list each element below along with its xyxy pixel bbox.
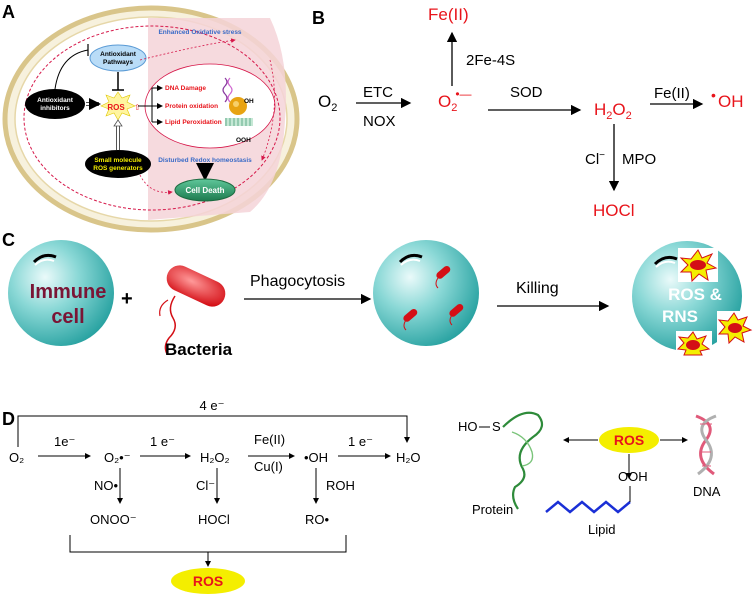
cell-death-label: Cell Death xyxy=(185,186,224,195)
lipid-perox-label: Lipid Peroxidation xyxy=(165,119,222,126)
d-oh: •OH xyxy=(304,450,328,465)
small-molecule-node xyxy=(85,150,151,178)
panel-b-letter: B xyxy=(312,8,325,28)
burst-icon-3 xyxy=(676,331,712,356)
b-sod-label: SOD xyxy=(510,84,543,101)
d-h2o: H₂O xyxy=(396,450,421,465)
panel-a-letter: A xyxy=(2,2,15,22)
d-ros-label: ROS xyxy=(193,573,223,589)
antioxidant-pathways-label-2: Pathways xyxy=(103,59,133,66)
b-o2-label: O2 xyxy=(318,92,337,114)
b-oh-label: OH xyxy=(718,92,744,111)
b-cl-label: Cl− xyxy=(585,150,605,168)
ooh-label: OOH xyxy=(236,137,251,144)
d-ros-ellipse xyxy=(171,568,245,594)
d-lipid: Lipid xyxy=(588,522,615,537)
d-hocl: HOCl xyxy=(198,512,230,527)
d-1e-c: 1 e⁻ xyxy=(348,434,373,449)
mini-lipid-icon xyxy=(225,118,253,126)
panel-a: Antioxidant Pathways Antioxidant inhibit… xyxy=(2,5,300,233)
antioxidant-inhibitors-label-2: inhibitors xyxy=(40,105,70,112)
panel-c: Immune cell + Bacteria Phagocytosis Kill… xyxy=(8,240,753,359)
panel-c-letter: C xyxy=(2,230,15,250)
b-etc-label: ETC xyxy=(363,84,393,101)
disturbed-label: Disturbed Redox homeostasis xyxy=(158,157,252,164)
b-fe2-top: Fe(II) xyxy=(428,5,469,24)
killing-label: Killing xyxy=(516,280,559,297)
b-hocl-label: HOCl xyxy=(593,201,635,220)
plus-sign: + xyxy=(121,288,133,310)
immune-label-1: Immune xyxy=(30,281,107,303)
cell-death-node xyxy=(174,178,236,202)
d-ooh: OOH xyxy=(618,469,648,484)
d-1e-b: 1 e⁻ xyxy=(150,434,175,449)
d-ros-center-label: ROS xyxy=(614,432,644,448)
dna-helix-icon xyxy=(695,414,717,476)
d-no: NO• xyxy=(94,478,119,493)
panel-d: 4 e⁻ O₂ 1e⁻ O₂•⁻ 1 e⁻ H₂O₂ Fe(II) Cu(I) … xyxy=(9,398,721,594)
small-molecule-label-1: Small molecule xyxy=(94,157,142,164)
b-2fe4s-label: 2Fe-4S xyxy=(466,52,515,69)
protein-ox-label: Protein oxidation xyxy=(165,103,218,110)
engulfed-bacterium-1 xyxy=(436,265,451,279)
antioxidant-inhibitors-label-1: Antioxidant xyxy=(37,97,74,104)
d-hos: HO xyxy=(458,419,478,434)
dna-damage-label: DNA Damage xyxy=(165,85,206,92)
dashed-loop xyxy=(23,25,281,211)
bacterium-icon xyxy=(159,265,226,355)
ros-up-arrow: ⇧ xyxy=(134,103,141,112)
ros-rns-label-1: ROS & xyxy=(668,285,722,304)
burst-icon-2 xyxy=(717,311,753,345)
panel-b: O2 ETC NOX O2•— Fe(II) 2Fe-4S SOD H2O2 F… xyxy=(318,5,744,220)
protein-ribbon-icon xyxy=(502,411,544,510)
panel-d-letter: D xyxy=(2,409,15,429)
phagocytosis-label: Phagocytosis xyxy=(250,273,345,290)
d-protein: Protein xyxy=(472,502,513,517)
phagocyte-sphere xyxy=(373,240,479,346)
engulfed-bacterium-2 xyxy=(449,303,464,317)
small-molecule-label-2: ROS generators xyxy=(93,165,143,172)
b-nox-label: NOX xyxy=(363,113,396,130)
bacteria-label: Bacteria xyxy=(165,340,233,359)
ros-label: ROS xyxy=(107,103,125,112)
d-roh: ROH xyxy=(326,478,355,493)
nucleus-icon xyxy=(32,253,57,264)
b-fe2-right: Fe(II) xyxy=(654,85,690,102)
d-cl: Cl⁻ xyxy=(196,478,215,493)
engulfed-bacterium-3 xyxy=(403,308,418,322)
d-1e-a: 1e⁻ xyxy=(54,434,75,449)
immune-label-2: cell xyxy=(51,306,84,328)
oh-label: OH xyxy=(244,98,254,105)
d-4e-label: 4 e⁻ xyxy=(200,398,225,413)
b-h2o2-label: H2O2 xyxy=(594,100,632,122)
d-cu1: Cu(I) xyxy=(254,459,283,474)
ros-rns-label-2: RNS xyxy=(662,307,698,326)
d-s: S xyxy=(492,419,501,434)
lipid-chain-icon xyxy=(545,500,631,514)
d-ros-center-ellipse xyxy=(599,427,659,453)
d-fe2: Fe(II) xyxy=(254,432,285,447)
d-dna: DNA xyxy=(693,484,721,499)
d-ro: RO• xyxy=(305,512,330,527)
d-superoxide: O₂•⁻ xyxy=(104,450,131,465)
b-mpo-label: MPO xyxy=(622,151,656,168)
burst-icon-1 xyxy=(678,248,718,283)
immune-cell-sphere xyxy=(8,240,114,346)
antioxidant-pathways-node xyxy=(89,44,147,72)
antioxidant-inhibitors-node xyxy=(25,89,85,119)
antioxidant-pathways-label-1: Antioxidant xyxy=(100,51,137,58)
mini-dna-icon xyxy=(222,77,228,103)
enhanced-label: Enhanced Oxidative stress xyxy=(158,29,241,36)
b-oh-dot: • xyxy=(711,87,716,103)
d-h2o2: H₂O₂ xyxy=(200,450,230,465)
d-o2: O₂ xyxy=(9,450,24,465)
d-onoo: ONOO⁻ xyxy=(90,512,137,527)
b-superoxide-label: O2•— xyxy=(438,87,472,114)
